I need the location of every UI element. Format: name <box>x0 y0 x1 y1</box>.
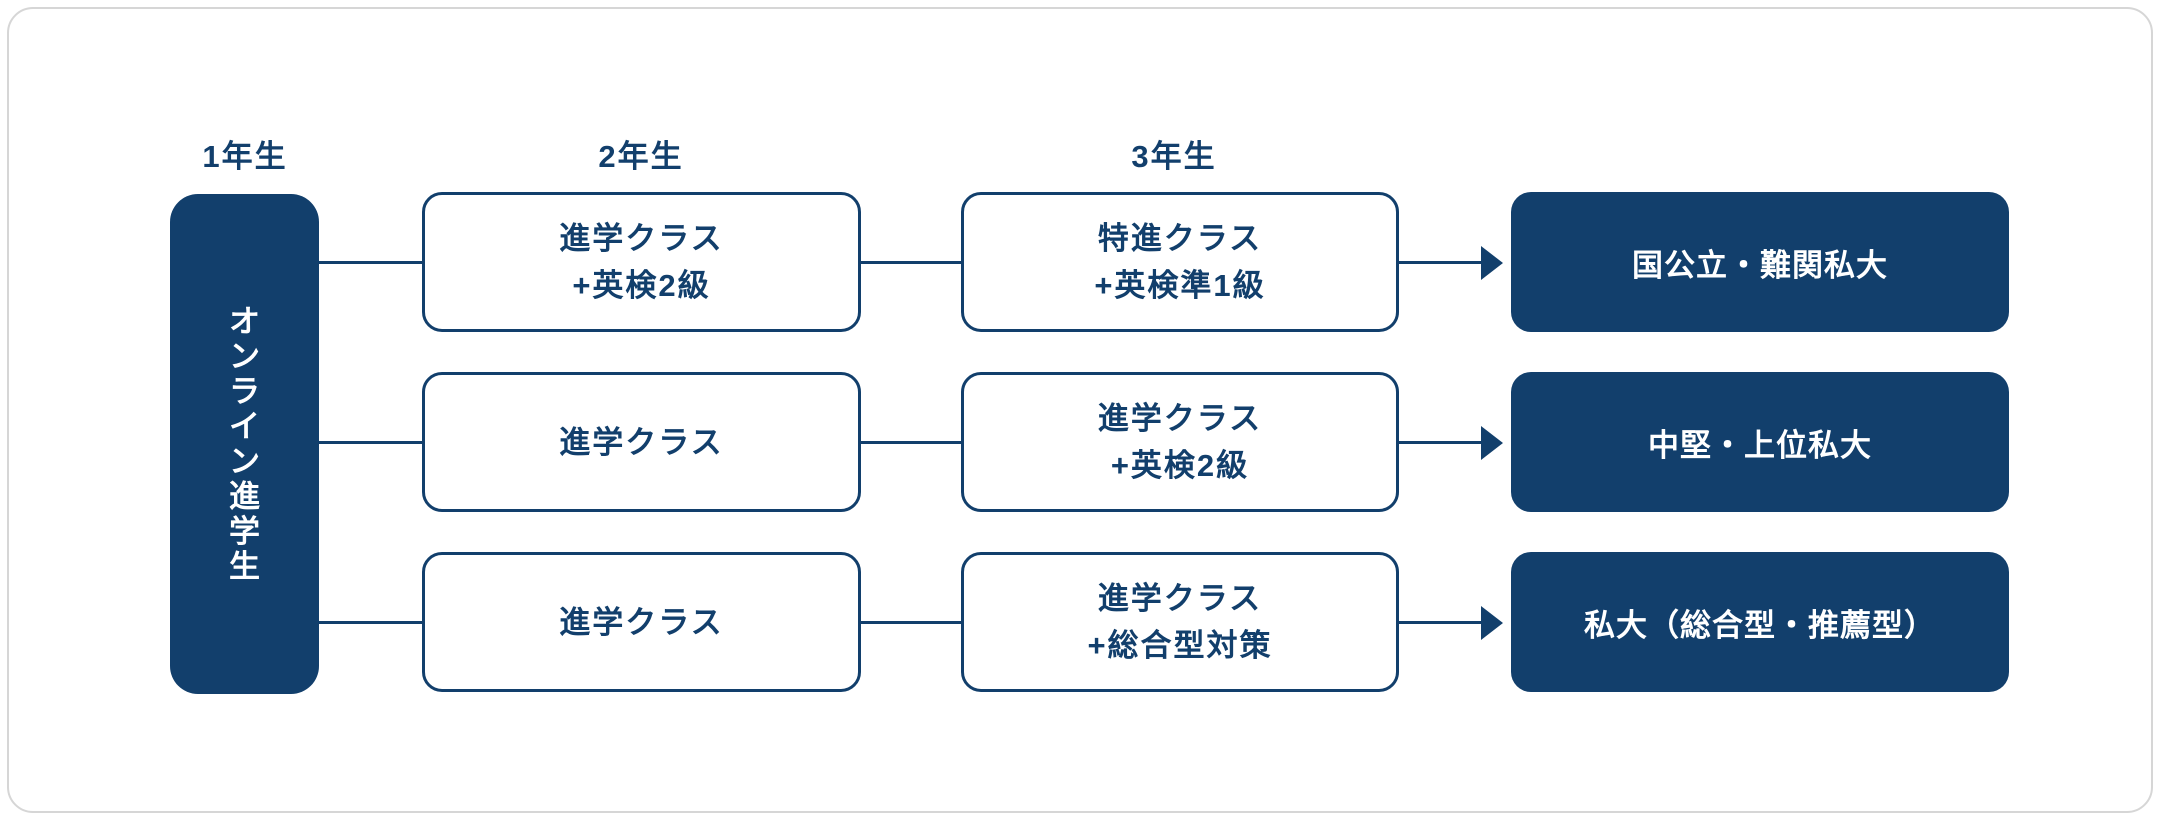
connector-line <box>319 441 422 444</box>
class-box-grade3-row1: 特進クラス +英検準1級 <box>961 192 1399 332</box>
connector-line <box>1399 621 1483 624</box>
box-label-line: +英検2級 <box>572 268 711 303</box>
arrow-right-icon <box>1481 606 1503 640</box>
connector-line <box>1399 261 1483 264</box>
outcome-box-row3: 私大（総合型・推薦型） <box>1511 552 2009 692</box>
class-box-grade2-row2: 進学クラス <box>422 372 861 512</box>
connector-line <box>861 261 961 264</box>
class-box-grade3-row2: 進学クラス +英検2級 <box>961 372 1399 512</box>
outcome-box-row1: 国公立・難関私大 <box>1511 192 2009 332</box>
outcome-label: 私大（総合型・推薦型） <box>1584 607 1936 643</box>
arrow-right-icon <box>1481 246 1503 280</box>
connector-line <box>1399 441 1483 444</box>
box-label-line: 進学クラス <box>1097 401 1263 436</box>
arrow-right-icon <box>1481 426 1503 460</box>
box-label-line: +総合型対策 <box>1087 628 1273 663</box>
diagram-card: 1年生 2年生 3年生 オンライン進学生 進学クラス +英検2級 特進クラス +… <box>7 7 2153 813</box>
column-header-grade3: 3年生 <box>1131 139 1217 174</box>
connector-line <box>861 621 961 624</box>
class-box-grade2-row1: 進学クラス +英検2級 <box>422 192 861 332</box>
start-box-online-students: オンライン進学生 <box>170 194 319 694</box>
connector-line <box>319 261 422 264</box>
outcome-box-row2: 中堅・上位私大 <box>1511 372 2009 512</box>
class-box-grade2-row3: 進学クラス <box>422 552 861 692</box>
connector-line <box>861 441 961 444</box>
box-label-line: 進学クラス <box>559 424 724 460</box>
box-label-line: 進学クラス <box>559 604 724 640</box>
outcome-label: 中堅・上位私大 <box>1648 427 1872 463</box>
box-label-line: 進学クラス <box>559 221 724 256</box>
outcome-label: 国公立・難関私大 <box>1632 247 1888 283</box>
box-label-line: +英検準1級 <box>1094 268 1266 303</box>
start-box-label: オンライン進学生 <box>229 304 260 584</box>
box-label-line: +英検2級 <box>1110 448 1250 483</box>
connector-line <box>319 621 422 624</box>
column-header-grade1: 1年生 <box>202 139 288 174</box>
class-box-grade3-row3: 進学クラス +総合型対策 <box>961 552 1399 692</box>
column-header-grade2: 2年生 <box>598 139 684 174</box>
box-label-line: 進学クラス <box>1097 581 1263 616</box>
box-label-line: 特進クラス <box>1097 221 1263 256</box>
